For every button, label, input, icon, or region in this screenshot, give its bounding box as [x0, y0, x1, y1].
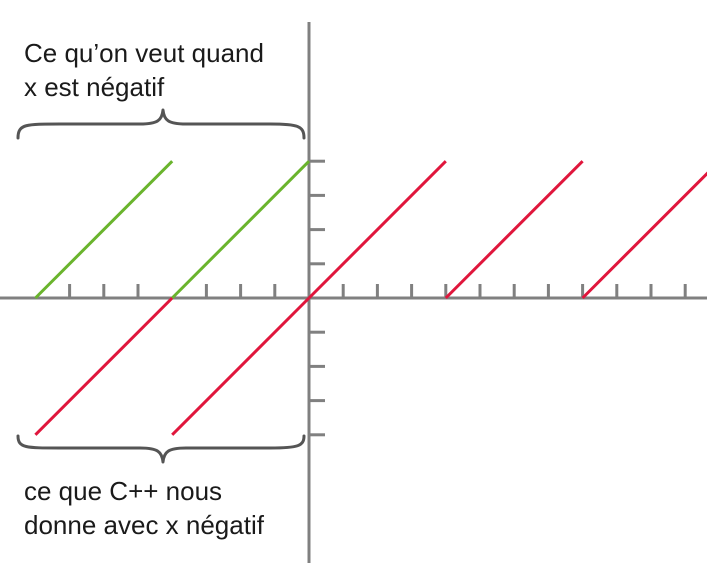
bottom-brace	[16, 434, 306, 464]
actual-line-segment	[307, 160, 447, 300]
wanted-line-segment	[171, 160, 311, 300]
top-brace	[16, 108, 306, 140]
actual-line-segment	[581, 171, 707, 300]
top-annotation-line-2: x est négatif	[24, 72, 165, 102]
actual-line-segment	[444, 160, 584, 300]
bottom-annotation: ce que C++ nous donne avec x négatif	[24, 474, 264, 542]
actual-line-segment	[34, 296, 174, 436]
actual-line-segment	[171, 296, 311, 436]
bottom-annotation-line-2: donne avec x négatif	[24, 510, 264, 540]
series-lines	[34, 160, 707, 436]
wanted-line-segment	[34, 160, 174, 300]
top-annotation-line-1: Ce qu’on veut quand	[24, 38, 264, 68]
top-annotation: Ce qu’on veut quand x est négatif	[24, 36, 264, 104]
axes	[0, 22, 707, 563]
axis-ticks	[68, 159, 687, 437]
bottom-annotation-line-1: ce que C++ nous	[24, 476, 223, 506]
